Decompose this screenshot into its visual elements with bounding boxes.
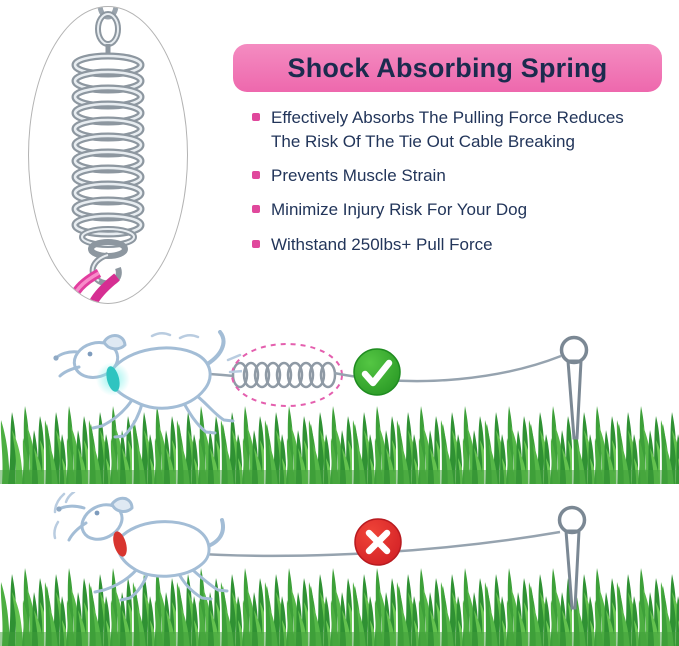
cross-icon xyxy=(354,518,402,566)
feature-text: Minimize Injury Risk For Your Dog xyxy=(271,200,528,220)
bullet-marker-icon xyxy=(252,205,260,214)
feature-item: Effectively Absorbs The Pulling Force Re… xyxy=(252,106,656,154)
feature-item: Prevents Muscle Strain xyxy=(252,164,656,188)
shock-spring-coil-icon xyxy=(231,361,337,389)
dog-collar-teal xyxy=(106,366,120,392)
feature-item: Minimize Injury Risk For Your Dog xyxy=(252,198,656,222)
dog-pulling-icon xyxy=(53,492,229,602)
feature-list: Effectively Absorbs The Pulling Force Re… xyxy=(252,106,656,257)
feature-text: Withstand 250lbs+ Pull Force xyxy=(271,234,493,254)
strain-marks-icon xyxy=(53,492,76,540)
bullet-marker-icon xyxy=(252,113,260,121)
feature-text: Prevents Muscle Strain xyxy=(271,166,446,186)
scene-with-spring xyxy=(115,335,589,440)
dog-eye xyxy=(87,351,93,357)
page-title: Shock Absorbing Spring xyxy=(287,52,608,83)
spring-closeup-icon xyxy=(67,7,187,303)
dog-body xyxy=(109,346,212,410)
feature-text: Effectively Absorbs The Pulling Force Re… xyxy=(271,108,624,152)
dog-body xyxy=(116,520,211,578)
dog-nose xyxy=(56,506,62,512)
scene-without-spring xyxy=(121,505,587,610)
grass-band xyxy=(0,566,679,646)
dog-collar-red xyxy=(113,531,127,557)
checkmark-icon xyxy=(353,348,401,396)
dog-ear xyxy=(102,334,127,351)
dog-running-icon xyxy=(53,330,242,439)
motion-marks-icon xyxy=(150,332,242,374)
spring-closeup-callout xyxy=(28,6,188,304)
dog-nose xyxy=(53,355,59,361)
ground-stake-icon xyxy=(559,335,589,440)
title-banner: Shock Absorbing Spring xyxy=(233,44,662,92)
spring-coils-icon xyxy=(75,56,141,234)
dog-eye xyxy=(94,510,100,516)
feature-item: Withstand 250lbs+ Pull Force xyxy=(252,233,656,257)
bullet-marker-icon xyxy=(252,171,260,180)
grass-band xyxy=(0,404,679,484)
ground-stake-icon xyxy=(557,505,587,610)
dog-ear xyxy=(110,496,134,513)
bullet-marker-icon xyxy=(252,239,260,248)
